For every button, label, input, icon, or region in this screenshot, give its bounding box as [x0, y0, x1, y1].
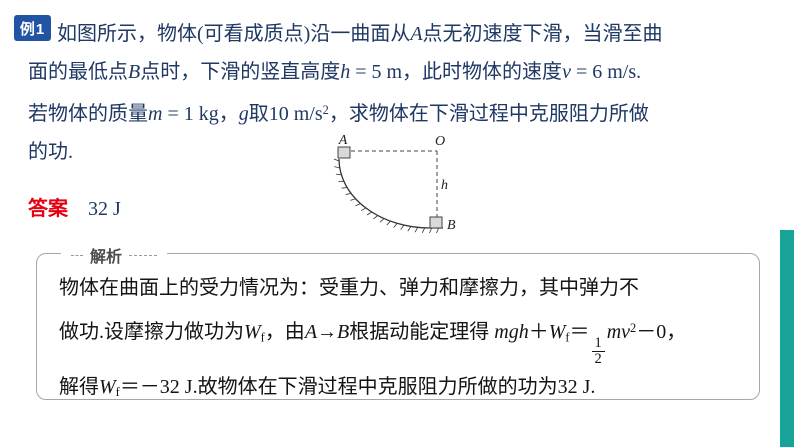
analysis-line: 物体在曲面上的受力情况为：受重力、弹力和摩擦力，其中弹力不 — [59, 277, 639, 299]
hatch-tick — [407, 226, 412, 232]
hatch-tick — [335, 173, 342, 176]
label-point-b: B — [447, 218, 456, 233]
hatch-tick — [414, 227, 419, 233]
problem-line: 若物体的质量m = 1 kg，g取10 m/s2，求物体在下滑过程中克服阻力所做 — [28, 103, 649, 126]
problem-line: 的功. — [28, 141, 73, 164]
label-point-o: O — [435, 134, 445, 149]
curved-surface-line — [338, 158, 443, 229]
analysis-tab: 解析 — [61, 243, 168, 267]
hatch-tick — [350, 198, 356, 201]
figure-curved-surface: A O h B — [330, 133, 470, 238]
hatch-tick — [429, 227, 433, 234]
hatch-tick — [360, 207, 367, 212]
teal-accent-bar — [780, 230, 794, 447]
hatch-tick — [436, 227, 440, 234]
hatch-tick — [366, 211, 372, 216]
hatch-tick — [345, 192, 352, 195]
hatch-tick — [333, 158, 340, 162]
problem-line: 如图所示，物体(可看成质点)沿一曲面从A点无初速度下滑，当滑至曲 — [57, 23, 663, 45]
block-at-b — [429, 216, 443, 229]
figure-svg: A O h B — [333, 133, 456, 234]
answer-value: 32 J — [88, 198, 121, 220]
block-at-a — [337, 146, 351, 159]
problem-line: 面的最低点B点时，下滑的竖直高度h = 5 m，此时物体的速度v = 6 m/s… — [28, 61, 642, 83]
label-height-h: h — [441, 178, 448, 193]
answer-row: 答案 32 J — [28, 196, 121, 222]
example-badge: 例1 — [14, 15, 51, 41]
analysis-text: 物体在曲面上的受力情况为：受重力、弹力和摩擦力，其中弹力不做功.设摩擦力做功为W… — [37, 254, 759, 412]
analysis-title: 解析 — [90, 249, 123, 266]
label-point-a: A — [338, 134, 348, 148]
answer-label: 答案 — [28, 198, 68, 220]
problem-text: 如图所示，物体(可看成质点)沿一曲面从A点无初速度下滑，当滑至曲面的最低点B点时… — [28, 15, 768, 171]
decorative-dash-left — [71, 254, 83, 256]
analysis-line: 解得Wf＝－32 J.故物体在下滑过程中克服阻力所做的功为32 J. — [59, 376, 596, 400]
hatch-tick — [421, 227, 426, 233]
hatch-tick — [341, 187, 348, 189]
hatch-tick — [393, 223, 398, 228]
analysis-box: 解析 物体在曲面上的受力情况为：受重力、弹力和摩擦力，其中弹力不做功.设摩擦力做… — [36, 243, 760, 400]
decorative-dash-right — [129, 254, 158, 256]
hatch-tick — [355, 203, 361, 207]
hatch-marks — [333, 158, 440, 234]
hatch-tick — [334, 166, 340, 169]
hatch-tick — [373, 215, 378, 220]
hatch-tick — [379, 218, 385, 223]
